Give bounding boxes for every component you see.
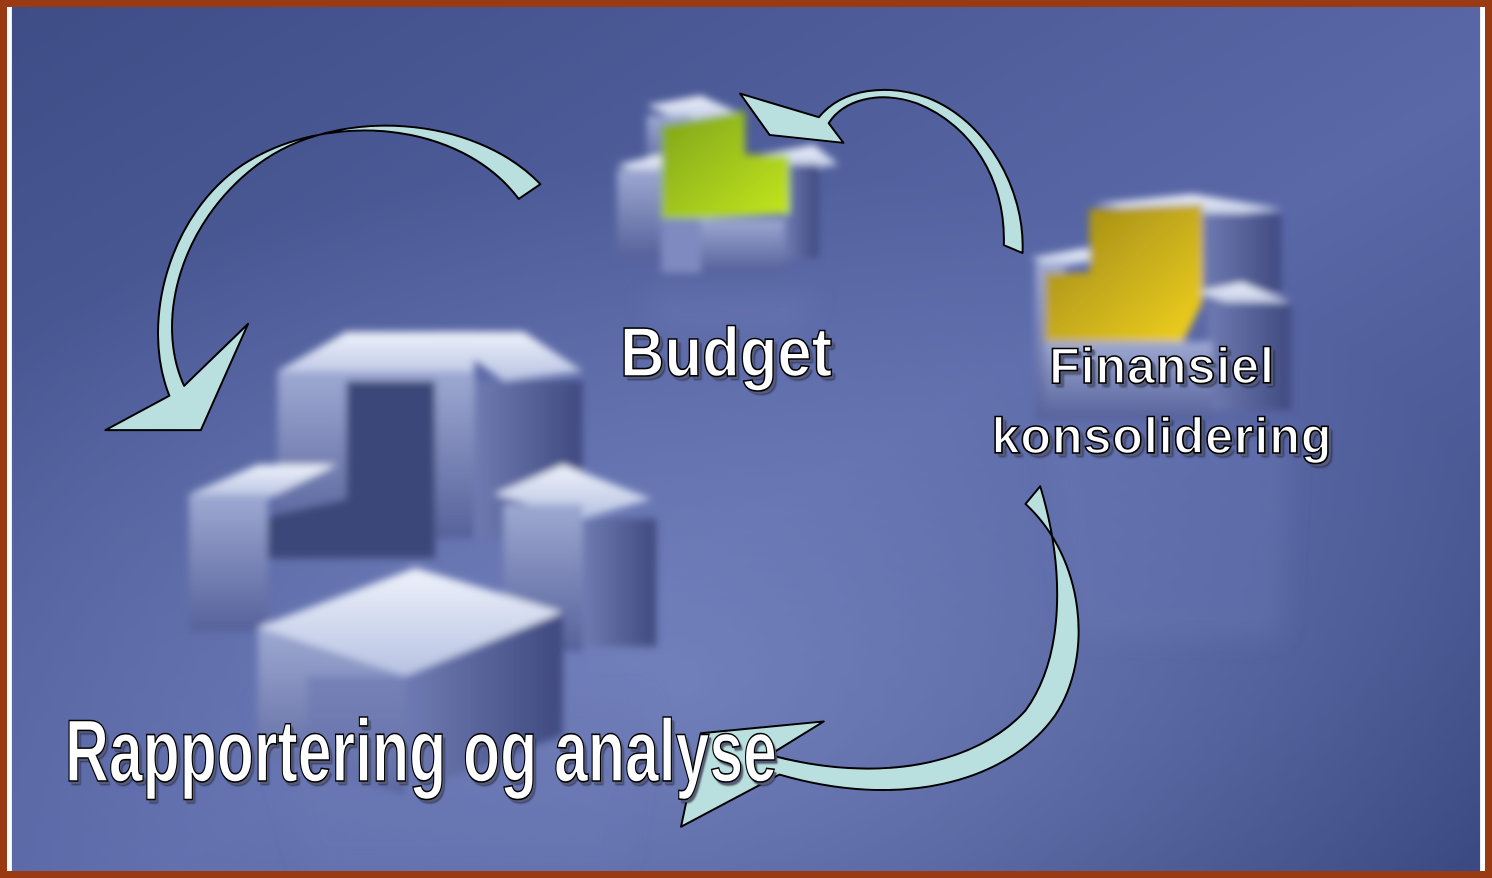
arrow-rapportering-to-budget-icon (104, 124, 542, 432)
finansiel-cube-icon (1030, 193, 1292, 637)
diagram-scene (11, 7, 1481, 871)
budget-cube-icon (617, 95, 839, 332)
finansiel-label-line2: konsolidering (991, 408, 1333, 464)
large-cube-icon (189, 331, 657, 871)
finansiel-konsolidering-label: Finansiel konsolidering (972, 338, 1352, 464)
arrow-finansiel-to-rapportering-icon (680, 485, 1080, 828)
rapportering-label: Rapportering og analyse (64, 701, 777, 800)
finansiel-label-line1: Finansiel (1048, 338, 1275, 394)
budget-label: Budget (619, 313, 833, 391)
arrow-finansiel-to-budget-icon (739, 88, 1024, 254)
